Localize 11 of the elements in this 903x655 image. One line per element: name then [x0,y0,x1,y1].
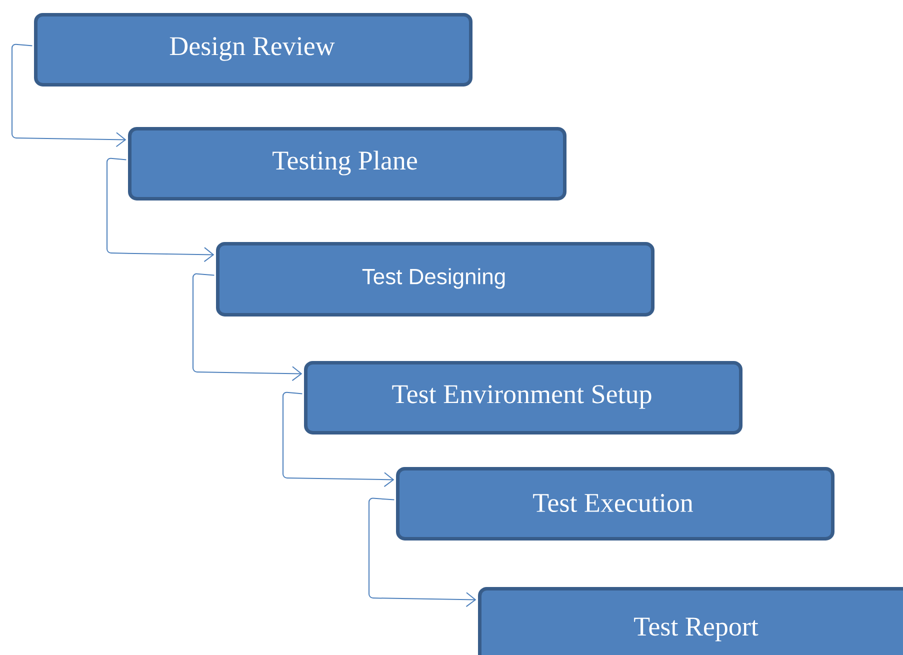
process-box: Test Report [478,586,903,655]
process-box: Test Designing [216,242,654,316]
connector-arrow [192,273,302,382]
connector-arrow [282,392,394,488]
process-box: Design Review [34,13,472,86]
connector-arrow [106,158,214,262]
process-box: Test Environment Setup [304,360,742,434]
process-box: Test Execution [396,466,834,540]
process-box: Testing Plane [128,126,566,200]
connector-arrow [368,498,476,608]
connector-arrow [12,44,126,148]
